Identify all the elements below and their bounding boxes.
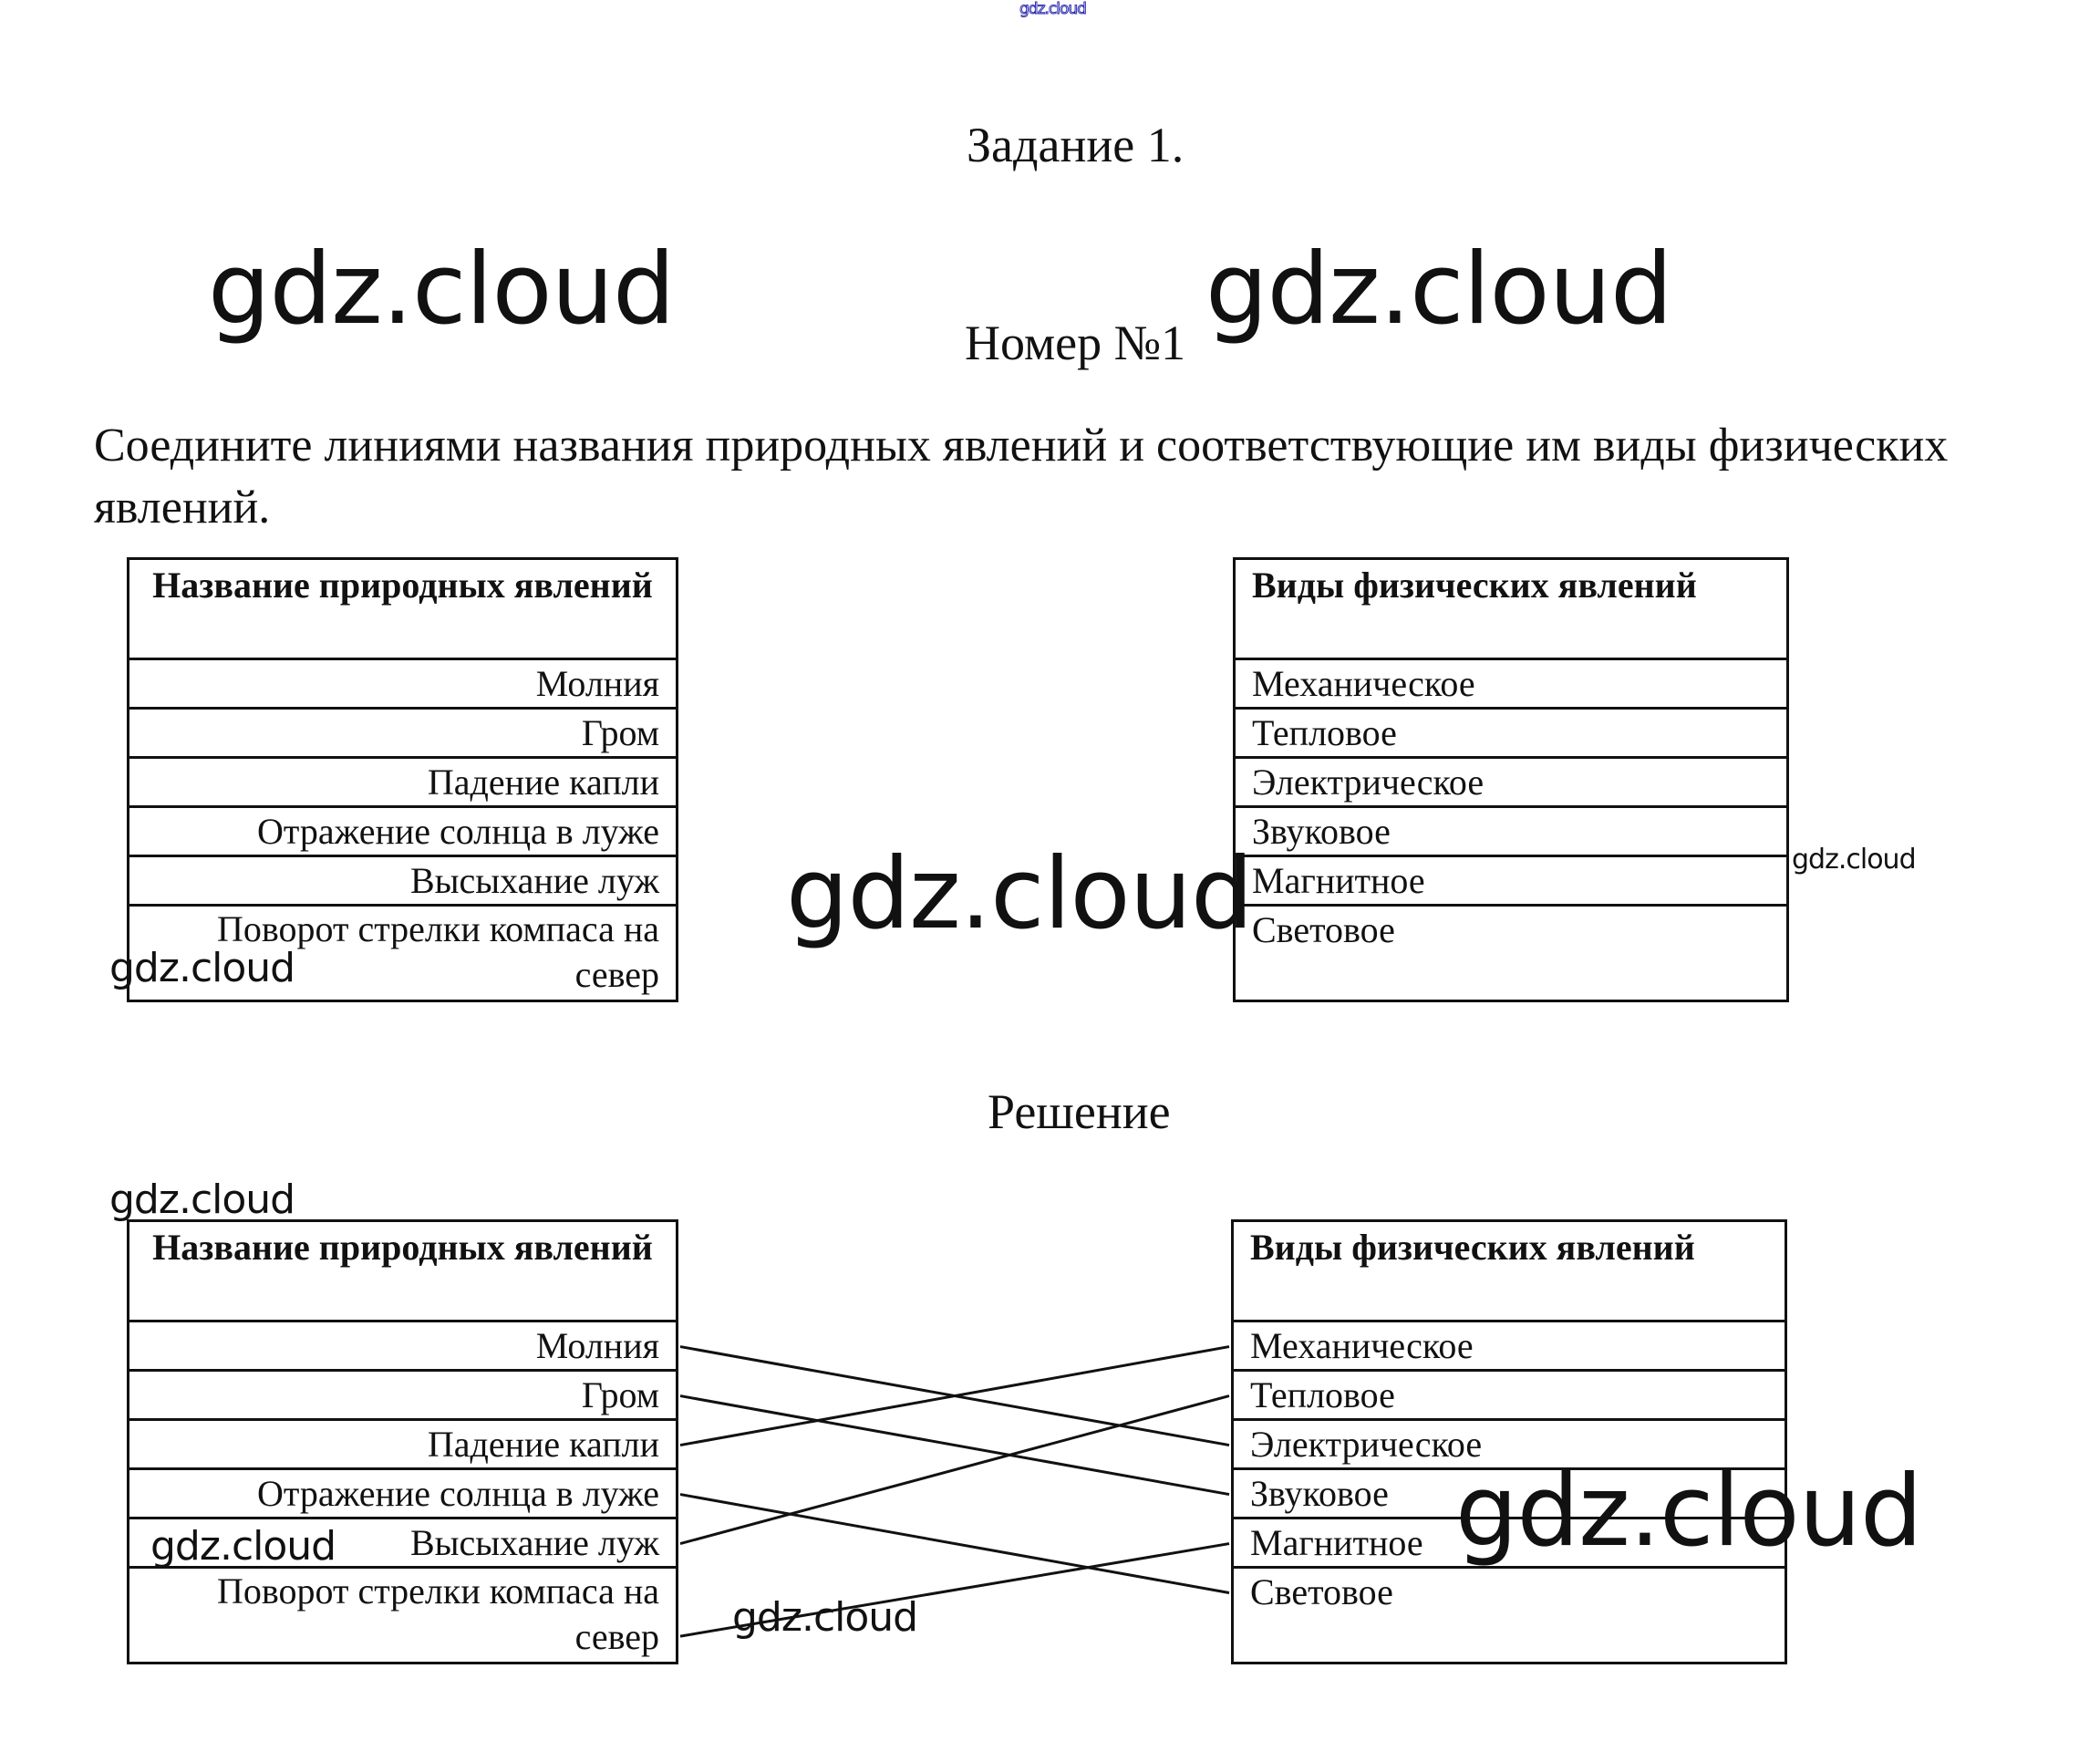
- connection-line: [679, 1345, 1230, 1447]
- right-table-row: Звуковое: [1233, 805, 1789, 857]
- left-table-row: Высыхание луж: [127, 855, 678, 907]
- left-table-row: Отражение солнца в луже: [127, 805, 678, 857]
- connection-line: [679, 1394, 1230, 1497]
- right-table-row: Световое: [1233, 904, 1789, 1002]
- left-table-header: Название природных явлений: [127, 1219, 678, 1322]
- watermark: gdz.cloud: [109, 1176, 295, 1223]
- connection-line: [679, 1493, 1230, 1594]
- left-table-row: Падение капли: [127, 756, 678, 808]
- question-right-table: Виды физических явлений Механическое Теп…: [1233, 557, 1789, 1002]
- right-table-row: Электрическое: [1233, 756, 1789, 808]
- connection-line: [679, 1394, 1230, 1546]
- left-table-row: Молния: [127, 658, 678, 710]
- left-table-header: Название природных явлений: [127, 557, 678, 660]
- watermark: gdz.cloud: [786, 837, 1254, 951]
- right-table-row: Электрическое: [1231, 1418, 1787, 1470]
- solution-heading: Решение: [988, 1084, 1171, 1139]
- right-table-row: Механическое: [1231, 1320, 1787, 1372]
- right-table-header: Виды физических явлений: [1233, 557, 1789, 660]
- left-table-row: Поворот стрелки компаса на север: [127, 904, 678, 1002]
- right-table-header: Виды физических явлений: [1231, 1219, 1787, 1322]
- right-table-row: Магнитное: [1231, 1517, 1787, 1569]
- right-table-row: Механическое: [1233, 658, 1789, 710]
- left-table-row: Молния: [127, 1320, 678, 1372]
- task-instructions: Соедините линиями названия природных явл…: [94, 420, 1949, 534]
- watermark: gdz.cloud: [109, 945, 295, 991]
- left-table-row: Падение капли: [127, 1418, 678, 1470]
- watermark: gdz.cloud: [732, 1594, 918, 1641]
- left-table-row: Отражение солнца в луже: [127, 1467, 678, 1519]
- left-table-row: Гром: [127, 1369, 678, 1421]
- right-table-row: Световое: [1231, 1566, 1787, 1664]
- left-table-row: Высыхание луж: [127, 1517, 678, 1569]
- connection-line: [679, 1345, 1230, 1447]
- right-table-row: Звуковое: [1231, 1467, 1787, 1519]
- watermark: gdz.cloud: [208, 233, 676, 347]
- watermark: gdz.cloud: [1205, 233, 1673, 347]
- right-table-row: Магнитное: [1233, 855, 1789, 907]
- right-table-row: Тепловое: [1231, 1369, 1787, 1421]
- left-table-row: Гром: [127, 707, 678, 759]
- right-table-row: Тепловое: [1233, 707, 1789, 759]
- page-title: Задание 1.: [967, 118, 1184, 172]
- solution-right-table: Виды физических явлений Механическое Теп…: [1231, 1219, 1787, 1664]
- watermark: gdz.cloud: [150, 1523, 336, 1570]
- solution-left-table: Название природных явлений Молния Гром П…: [127, 1219, 678, 1664]
- left-table-row: Поворот стрелки компаса на север: [127, 1566, 678, 1664]
- watermark: gdz.cloud: [1792, 844, 1917, 876]
- top-watermark: gdz.cloud: [1019, 0, 1088, 19]
- question-left-table: Название природных явлений Молния Гром П…: [127, 557, 678, 1002]
- watermark: gdz.cloud: [1455, 1455, 1923, 1569]
- task-number: Номер №1: [965, 316, 1186, 370]
